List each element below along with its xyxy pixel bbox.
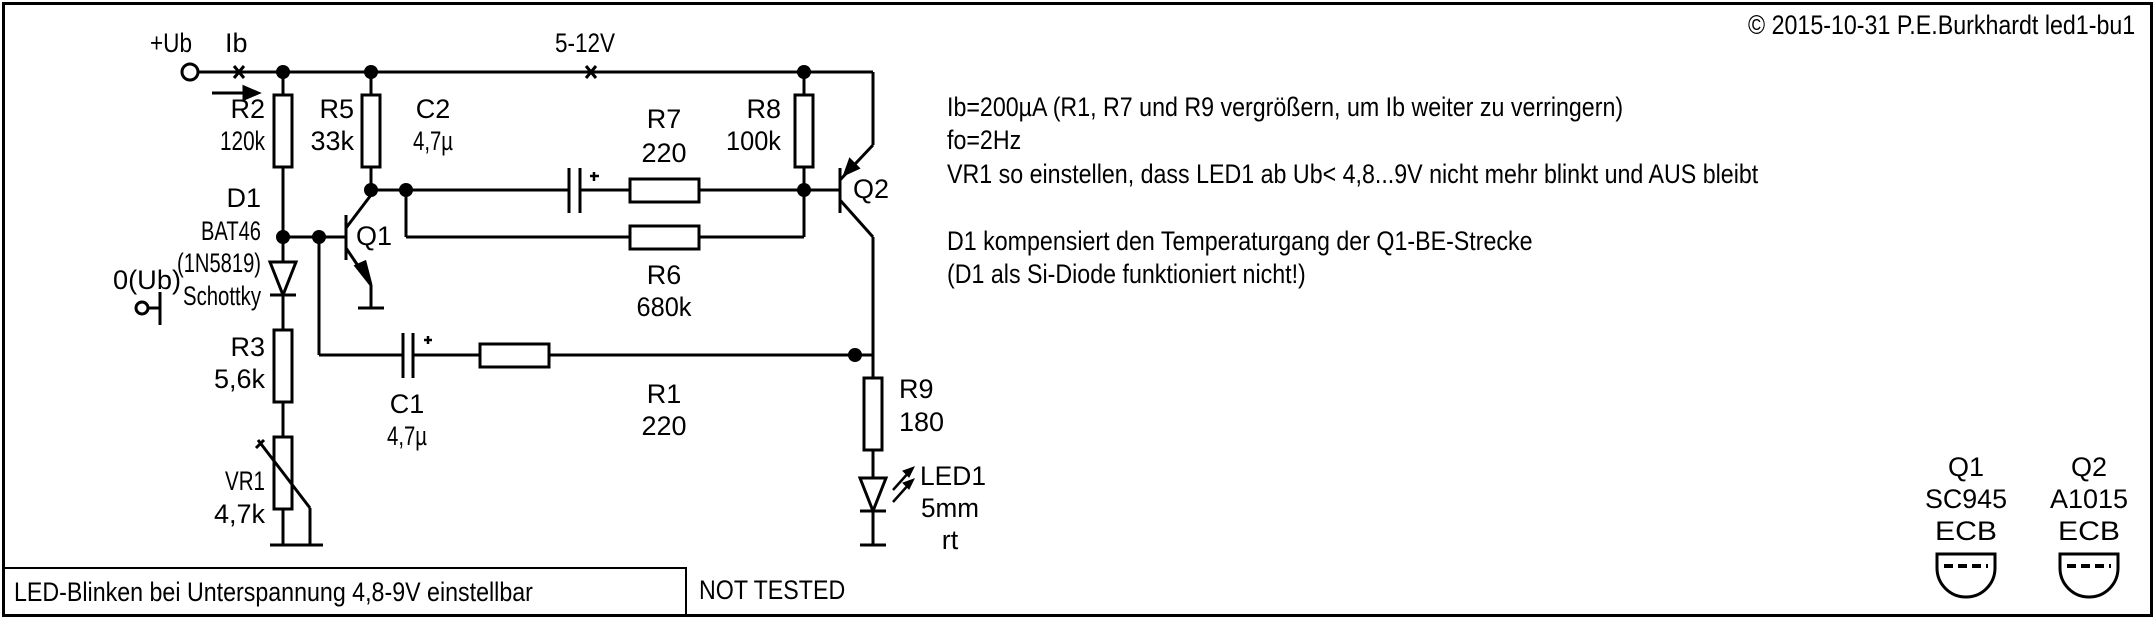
pinout-q2-ref: Q2 bbox=[2071, 452, 2107, 482]
label-c2-ref: C2 bbox=[416, 94, 451, 124]
resistor-R8 bbox=[793, 72, 815, 190]
label-r9-value: 180 bbox=[899, 407, 944, 437]
label-r8-value: 100k bbox=[726, 126, 781, 156]
label-r6-value: 680k bbox=[637, 292, 692, 322]
label-vr1-value: 4,7k bbox=[214, 499, 266, 529]
label-r6-ref: R6 bbox=[647, 260, 682, 290]
label-r2-ref: R2 bbox=[230, 94, 265, 124]
resistor-R7 bbox=[628, 177, 804, 204]
resistor-R1 bbox=[478, 342, 855, 369]
label-r5-ref: R5 bbox=[319, 94, 354, 124]
pinout-q1-pins: ECB bbox=[1935, 516, 1997, 546]
transistor-Q1 bbox=[283, 194, 384, 310]
label-led1-ref: LED1 bbox=[920, 461, 986, 491]
pinout-symbol-Q2 bbox=[2058, 552, 2120, 599]
label-ground-terminal: 0(Ub) bbox=[113, 265, 181, 295]
label-d1-type: Schottky bbox=[183, 281, 261, 311]
test-status: NOT TESTED bbox=[699, 575, 846, 605]
label-voltage-range: 5-12V bbox=[555, 28, 615, 58]
label-r1-ref: R1 bbox=[647, 379, 682, 409]
resistor-R6 bbox=[404, 190, 806, 251]
note-current: Ib=200µA (R1, R7 und R9 vergrößern, um I… bbox=[947, 92, 1624, 122]
supply-rail bbox=[180, 62, 875, 145]
label-ib: Ib bbox=[225, 28, 248, 58]
label-r7-value: 220 bbox=[641, 138, 686, 168]
capacitor-C2 bbox=[567, 168, 630, 213]
label-r7-ref: R7 bbox=[647, 104, 682, 134]
resistor-R5 bbox=[360, 72, 382, 190]
note-vr1-adjust: VR1 so einstellen, dass LED1 ab Ub< 4,8.… bbox=[947, 159, 1759, 189]
copyright-notice: © 2015-10-31 P.E.Burkhardt led1-bu1 bbox=[1747, 10, 2135, 40]
label-r9-ref: R9 bbox=[899, 374, 934, 404]
plus-terminal bbox=[180, 62, 200, 82]
label-r8-ref: R8 bbox=[746, 94, 781, 124]
note-d1-compensation: D1 kompensiert den Temperaturgang der Q1… bbox=[947, 226, 1533, 256]
resistor-R3 bbox=[272, 328, 294, 437]
ground-terminal bbox=[134, 292, 162, 325]
led-LED1 bbox=[857, 466, 916, 547]
label-d1-alt: (1N5819) bbox=[177, 248, 261, 278]
label-led1-size: 5mm bbox=[921, 493, 979, 523]
component-labels: +Ub Ib 5-12V 0(Ub) R2 120k R5 33k C2 4,7… bbox=[113, 28, 2128, 555]
label-r1-value: 220 bbox=[641, 411, 686, 441]
label-plus-ub: +Ub bbox=[150, 28, 192, 58]
note-frequency: fo=2Hz bbox=[947, 125, 1022, 155]
label-c1-ref: C1 bbox=[390, 389, 425, 419]
transistor-Q2 bbox=[804, 143, 875, 357]
pinout-symbol-Q1 bbox=[1935, 552, 1997, 599]
label-q2-ref: Q2 bbox=[853, 174, 889, 204]
label-led1-color: rt bbox=[942, 525, 959, 555]
drawing-title: LED-Blinken bei Unterspannung 4,8-9V ein… bbox=[14, 577, 533, 607]
label-d1-ref: D1 bbox=[226, 183, 261, 213]
capacitor-C1 bbox=[401, 333, 480, 378]
label-r2-value: 120k bbox=[220, 126, 265, 156]
diode-D1 bbox=[267, 260, 299, 330]
label-d1-part: BAT46 bbox=[201, 216, 261, 246]
potentiometer-VR1 bbox=[254, 435, 323, 547]
label-c1-value: 4,7µ bbox=[387, 421, 427, 451]
pinout-q2-pins: ECB bbox=[2058, 516, 2120, 546]
note-d1-warning: (D1 als Si-Diode funktioniert nicht!) bbox=[947, 259, 1306, 289]
label-r3-ref: R3 bbox=[230, 332, 265, 362]
label-c2-value: 4,7µ bbox=[413, 126, 453, 156]
label-r3-value: 5,6k bbox=[214, 364, 266, 394]
label-q1-ref: Q1 bbox=[356, 221, 392, 251]
resistor-R2 bbox=[272, 72, 294, 262]
pinout-q1-part: SC945 bbox=[1925, 484, 2007, 514]
pinout-q1-ref: Q1 bbox=[1948, 452, 1984, 482]
label-r5-value: 33k bbox=[310, 126, 354, 156]
label-vr1-ref: VR1 bbox=[225, 466, 265, 496]
status-block: NOT TESTED bbox=[687, 567, 1187, 612]
resistor-R9 bbox=[862, 355, 884, 478]
title-block: LED-Blinken bei Unterspannung 4,8-9V ein… bbox=[4, 567, 687, 614]
pinout-q2-part: A1015 bbox=[2050, 484, 2128, 514]
